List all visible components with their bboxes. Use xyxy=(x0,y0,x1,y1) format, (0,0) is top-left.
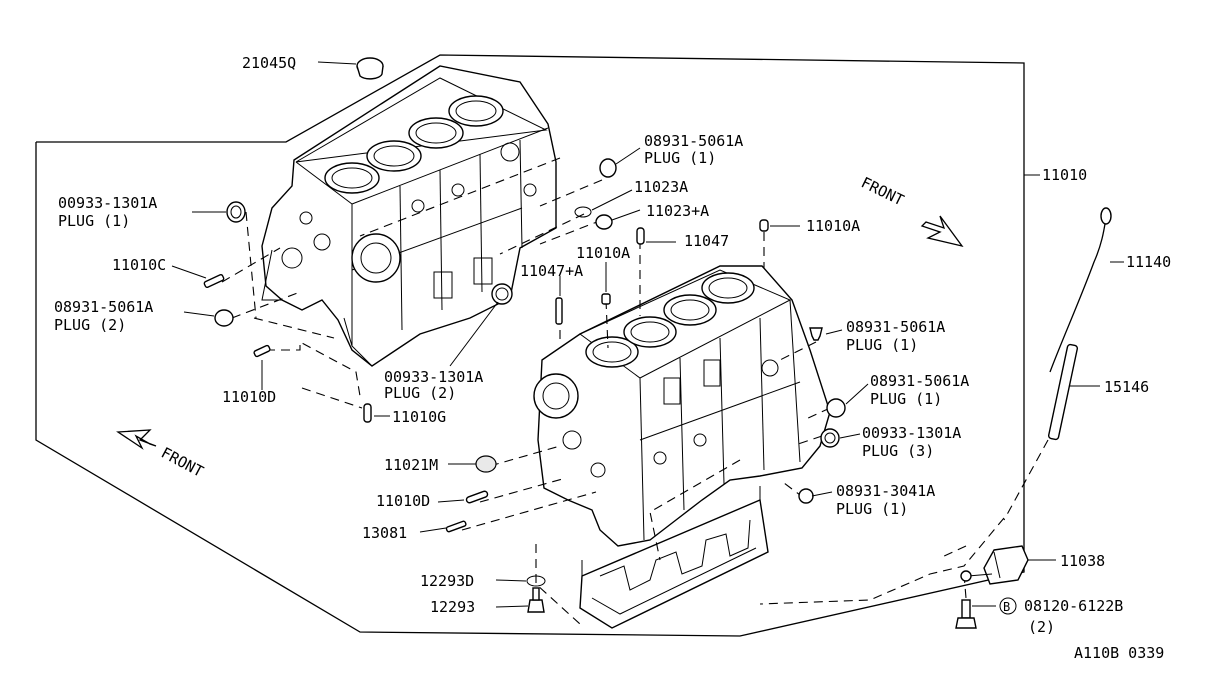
drawing-code: A110B 0339 xyxy=(1074,644,1164,662)
engine-block-front-view xyxy=(533,265,831,547)
pin-13081 xyxy=(445,520,467,533)
assembly-boundary xyxy=(35,54,1025,637)
plug-11023A xyxy=(595,214,613,230)
bracket-11038 xyxy=(960,545,1029,585)
callout-labels: 21045Q 08931-5061A PLUG (1) 11023A 11023… xyxy=(54,54,1171,662)
callout-08931-5061A-top: 08931-5061A xyxy=(644,132,743,150)
callout-21045Q: 21045Q xyxy=(242,54,296,72)
callout-11010A-right: 11010A xyxy=(806,217,860,235)
callout-11010A: 11010A xyxy=(576,244,630,262)
front-label-left: FRONT xyxy=(158,444,206,481)
callout-08931-5061A-right-2: 08931-5061A xyxy=(870,372,969,390)
pin-11010D xyxy=(465,490,489,504)
part-21045Q-cap xyxy=(356,57,384,80)
callout-00933-1301A-right-qty: PLUG (3) xyxy=(862,442,934,460)
callout-00933-1301A-left-qty: PLUG (1) xyxy=(58,212,130,230)
marker-b-letter: B xyxy=(1003,600,1010,614)
plug-00933-center xyxy=(491,283,513,305)
callout-08931-5061A-left: 08931-5061A xyxy=(54,298,153,316)
bolt-12293 xyxy=(527,587,545,613)
engine-block-rear-view xyxy=(261,65,557,367)
callout-13081: 13081 xyxy=(362,524,407,542)
callout-00933-1301A-left: 00933-1301A xyxy=(58,194,157,212)
callout-15146: 15146 xyxy=(1104,378,1149,396)
callout-11023plusA: 11023+A xyxy=(646,202,709,220)
dowel-11010G xyxy=(363,403,372,423)
plug-00933-right xyxy=(820,428,840,448)
front-label-right: FRONT xyxy=(858,173,906,209)
callout-08931-5061A-right-1: 08931-5061A xyxy=(846,318,945,336)
callout-11010C: 11010C xyxy=(112,256,166,274)
callout-08931-5061A-left-qty: PLUG (2) xyxy=(54,316,126,334)
dipstick-handle xyxy=(1100,207,1112,225)
small-parts xyxy=(203,57,1112,629)
callout-00933-1301A-center-qty: PLUG (2) xyxy=(384,384,456,402)
oil-pan xyxy=(579,486,769,629)
plug-11021M xyxy=(475,455,497,473)
callout-00933-1301A-right: 00933-1301A xyxy=(862,424,961,442)
gasket-11023A xyxy=(574,206,592,218)
plug-08931-right-2 xyxy=(826,398,846,418)
marker-circle-b xyxy=(999,597,1017,615)
callout-12293D: 12293D xyxy=(420,572,474,590)
front-arrow-left: FRONT xyxy=(116,429,206,481)
plug-upper xyxy=(599,158,617,178)
callout-08931-5061A-top-qty: PLUG (1) xyxy=(644,149,716,167)
callout-11047plusA: 11047+A xyxy=(520,262,583,280)
callout-11010D-left: 11010D xyxy=(222,388,276,406)
dipstick-guide-15146 xyxy=(1047,343,1079,441)
callout-08931-5061A-right-1-qty: PLUG (1) xyxy=(846,336,918,354)
dowel-11010A-right xyxy=(759,219,769,232)
leader-lines xyxy=(171,61,1124,608)
washer-12293D xyxy=(526,575,546,587)
plug-00933-left xyxy=(226,201,246,223)
plug-08931-3041A xyxy=(798,488,814,504)
callout-11047: 11047 xyxy=(684,232,729,250)
callout-11023A: 11023A xyxy=(634,178,688,196)
pin-11010C xyxy=(203,274,225,288)
assembly-lines xyxy=(221,157,1049,625)
dipstick-11140 xyxy=(1049,217,1107,373)
stud-11047A xyxy=(555,297,563,325)
callout-11140: 11140 xyxy=(1126,253,1171,271)
callout-08931-3041A: 08931-3041A xyxy=(836,482,935,500)
callout-11010G: 11010G xyxy=(392,408,446,426)
callout-08120-6122B: 08120-6122B xyxy=(1024,597,1123,615)
dowel-11010A xyxy=(601,293,611,305)
callout-11038: 11038 xyxy=(1060,552,1105,570)
front-arrow-right: FRONT xyxy=(858,173,964,248)
plug-08931-left xyxy=(214,309,234,327)
callout-08931-5061A-right-2-qty: PLUG (1) xyxy=(870,390,942,408)
callout-11010: 11010 xyxy=(1042,166,1087,184)
bolt-08120-6122B xyxy=(955,599,977,629)
callout-00933-1301A-center: 00933-1301A xyxy=(384,368,483,386)
callout-08931-3041A-qty: PLUG (1) xyxy=(836,500,908,518)
callout-11021M: 11021M xyxy=(384,456,438,474)
pin-11010D-left xyxy=(253,344,271,358)
stud-11047 xyxy=(636,227,645,245)
callout-12293: 12293 xyxy=(430,598,475,616)
callout-08120-6122B-qty: (2) xyxy=(1028,618,1055,636)
plug-08931-right-1 xyxy=(809,327,823,341)
callout-11010D: 11010D xyxy=(376,492,430,510)
